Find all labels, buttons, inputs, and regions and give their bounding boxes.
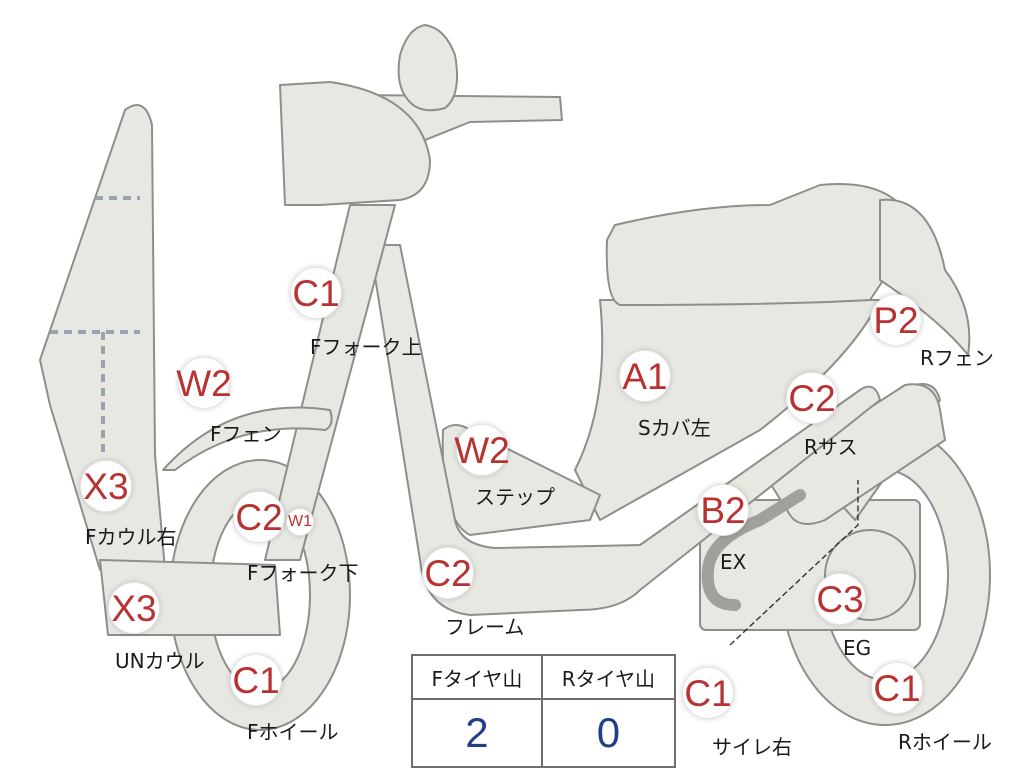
part-label-c2-rear-suspension: Rサス [804, 435, 858, 459]
grade-badge-c2-front-fork-lower: C2 [233, 491, 285, 543]
grade-badge-p2-rear-fender: P2 [870, 294, 922, 346]
front-fender [162, 406, 333, 471]
grade-badge-c2-rear-suspension: C2 [786, 372, 838, 424]
grade-badge-w2-front-fender: W2 [176, 357, 232, 409]
rear-tire-tread-header: Rタイヤ山 [540, 654, 677, 700]
part-label-x3-front-cowl-right: Fカウル右 [85, 525, 177, 549]
grade-badge-c2-frame: C2 [422, 547, 474, 599]
part-label-c2-frame: フレーム [445, 615, 525, 639]
part-label-w2-front-fender: Fフェン [210, 422, 282, 446]
grade-badge-c1-front-fork-upper: C1 [290, 267, 342, 319]
part-label-c1-muffler-right: サイレ右 [712, 735, 792, 759]
part-label-p2-rear-fender: Rフェン [920, 346, 994, 370]
grade-badge-c3-engine: C3 [814, 573, 866, 625]
headlight-housing [279, 81, 431, 206]
muffler [764, 383, 946, 525]
part-label-c1-front-wheel: Fホイール [247, 720, 339, 744]
grade-badge-b2-exhaust: B2 [697, 484, 749, 536]
grade-badge-c1-muffler-right: C1 [682, 667, 734, 719]
rear-tire-tread-value: 0 [540, 698, 677, 768]
grade-badge-w1-front-fork-lower: W1 [286, 508, 314, 536]
grade-badge-a1-side-cover-left: A1 [619, 350, 671, 402]
part-label-w2-step: ステップ [475, 485, 555, 509]
seat [605, 183, 911, 306]
front-fork [264, 204, 396, 561]
grade-badge-x3-under-cowl: X3 [108, 582, 160, 634]
main-frame [369, 244, 881, 616]
front-tire-tread-header: Fタイヤ山 [411, 654, 543, 700]
mirror [397, 24, 458, 112]
part-label-c3-engine: EG [843, 636, 872, 660]
part-label-c2-front-fork-lower: Fフォーク下 [247, 561, 359, 585]
grade-badge-c1-front-wheel: C1 [230, 654, 282, 706]
grade-badge-w2-step: W2 [454, 424, 510, 476]
tire-tread-table: Fタイヤ山 Rタイヤ山 2 0 [411, 654, 677, 768]
front-tire-tread-value: 2 [411, 698, 543, 768]
muffler-leader-line [729, 480, 859, 646]
grade-badge-x3-front-cowl-right: X3 [80, 460, 132, 512]
part-label-c1-front-fork-upper: Fフォーク上 [310, 335, 422, 359]
rear-fender-tail [879, 198, 971, 356]
part-label-a1-side-cover-left: Sカバ左 [638, 416, 711, 440]
part-label-x3-under-cowl: UNカウル [115, 649, 205, 673]
grade-badge-c1-rear-wheel: C1 [871, 662, 923, 714]
part-label-b2-exhaust: EX [720, 550, 747, 574]
part-label-c1-rear-wheel: Rホイール [898, 730, 992, 754]
